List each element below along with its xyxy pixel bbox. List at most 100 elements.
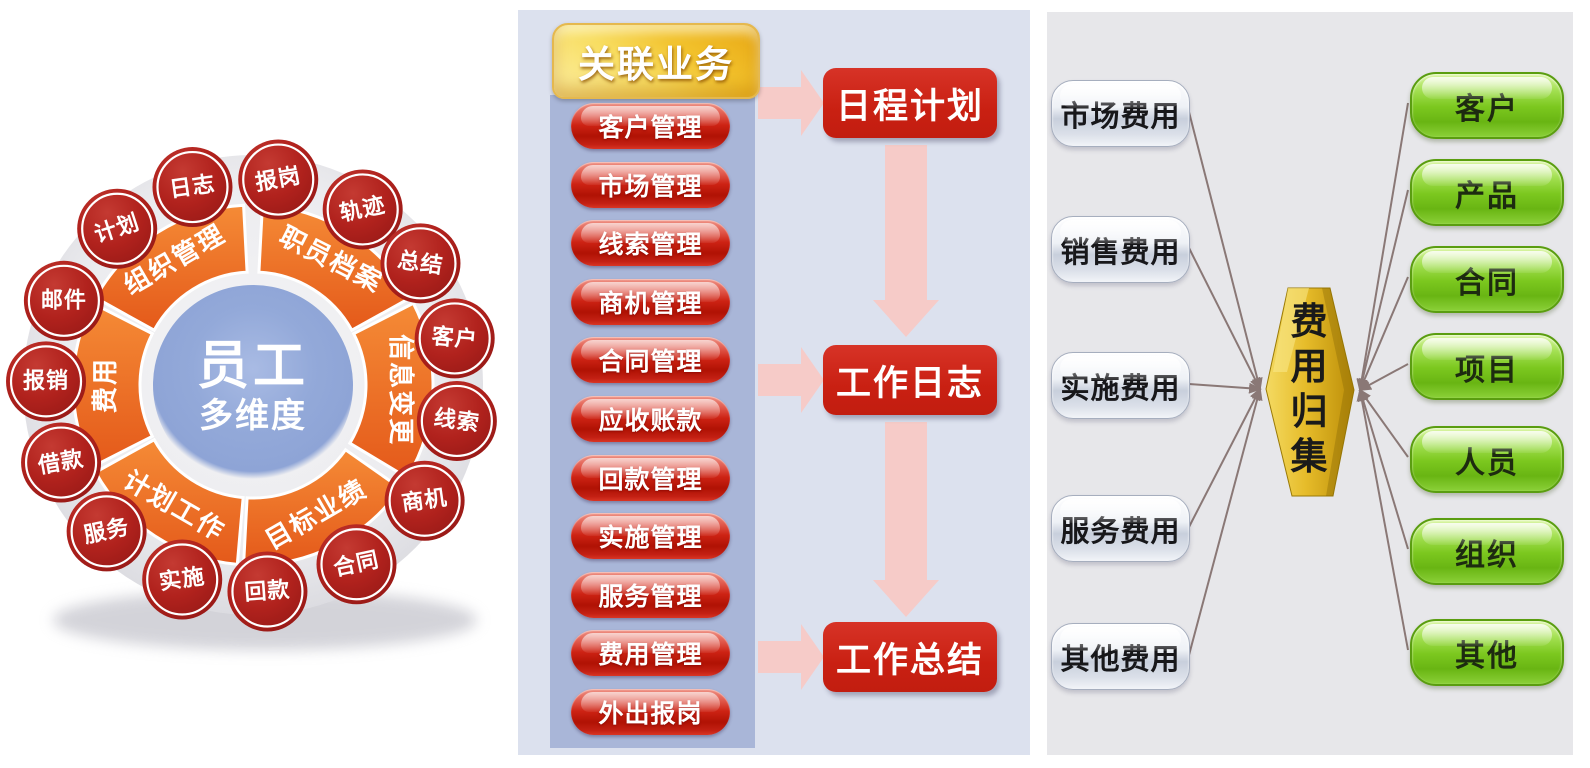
module-pill[interactable]: 外出报岗 bbox=[571, 689, 730, 735]
module-pill[interactable]: 商机管理 bbox=[571, 279, 730, 325]
dimension-circle[interactable]: 轨迹 bbox=[322, 169, 403, 250]
dimension-circle-shape bbox=[227, 551, 308, 632]
dimension-circle-ring bbox=[242, 143, 315, 216]
dimension-circle-shape bbox=[384, 460, 465, 541]
expense-source-pill[interactable]: 市场费用 bbox=[1051, 80, 1190, 147]
dimension-circle-ring bbox=[81, 192, 154, 265]
expense-hub-highlight bbox=[1273, 288, 1309, 372]
dimension-circle-ring bbox=[326, 173, 399, 246]
dimension-circle-shape bbox=[238, 139, 319, 220]
dimension-circle-shape bbox=[142, 539, 223, 620]
dimension-circle[interactable]: 报销 bbox=[6, 341, 87, 422]
allocation-target-pill[interactable]: 合同 bbox=[1410, 246, 1564, 313]
dimension-circle-ring bbox=[70, 495, 143, 568]
connector-line bbox=[1356, 388, 1409, 651]
stage-box[interactable]: 工作总结 bbox=[823, 622, 997, 692]
module-pill[interactable]: 合同管理 bbox=[571, 337, 730, 383]
dimension-circle-ring bbox=[418, 302, 491, 375]
wheel-center bbox=[153, 285, 353, 485]
dimension-circle[interactable]: 回款 bbox=[227, 551, 308, 632]
dimension-circle-shape bbox=[152, 147, 233, 228]
module-pill[interactable]: 费用管理 bbox=[571, 630, 730, 676]
dimension-circle-shape bbox=[322, 169, 403, 250]
flow-arrow-right bbox=[758, 624, 824, 690]
related-business-panel: 关联业务 日程计划工作日志工作总结 客户管理市场管理线索管理商机管理合同管理应收… bbox=[518, 10, 1030, 755]
dimension-circle[interactable]: 总结 bbox=[380, 223, 461, 304]
expense-connector-layer: 费用归集 bbox=[1188, 102, 1409, 656]
dimension-circle[interactable]: 计划 bbox=[77, 188, 158, 269]
module-pill[interactable]: 实施管理 bbox=[571, 513, 730, 559]
dimension-circle-ring bbox=[9, 345, 83, 418]
connector-line bbox=[1357, 388, 1409, 550]
dimension-circle-label: 报销 bbox=[23, 368, 69, 393]
dimension-circle-ring bbox=[24, 426, 98, 499]
dimension-circle[interactable]: 线索 bbox=[416, 380, 497, 461]
module-pill[interactable]: 市场管理 bbox=[571, 162, 730, 208]
connector-line bbox=[1188, 111, 1263, 391]
dimension-circle-ring bbox=[146, 543, 219, 616]
dimension-circle-shape bbox=[77, 188, 158, 269]
dimension-circle[interactable]: 实施 bbox=[142, 539, 223, 620]
dimension-circle-ring bbox=[320, 528, 393, 601]
allocation-target-pill[interactable]: 人员 bbox=[1410, 426, 1564, 493]
connector-line bbox=[1188, 387, 1263, 656]
connector-line bbox=[1188, 247, 1261, 391]
flow-arrows-layer bbox=[758, 70, 939, 690]
dimension-circle-shape bbox=[21, 422, 102, 503]
dimension-circle-ring bbox=[420, 384, 493, 458]
dimension-circle-shape bbox=[414, 298, 495, 379]
dimension-circle[interactable]: 合同 bbox=[316, 524, 397, 605]
expense-allocation-panel: 费用归集 市场费用销售费用实施费用服务费用其他费用 客户产品合同项目人员组织其他 bbox=[1047, 12, 1573, 755]
dimension-circle[interactable]: 服务 bbox=[66, 491, 147, 572]
dimension-circle[interactable]: 邮件 bbox=[23, 260, 104, 341]
module-pill[interactable]: 线索管理 bbox=[571, 220, 730, 266]
connector-line bbox=[1357, 189, 1409, 392]
dimension-circle[interactable]: 借款 bbox=[21, 422, 102, 503]
module-pill[interactable]: 应收账款 bbox=[571, 396, 730, 442]
dimension-circle-shape bbox=[316, 524, 397, 605]
dimension-circle-ring bbox=[27, 264, 100, 337]
dimension-circle[interactable]: 报岗 bbox=[238, 139, 319, 220]
expense-hub[interactable]: 费用归集 bbox=[1265, 287, 1355, 497]
module-pill[interactable]: 服务管理 bbox=[571, 572, 730, 618]
allocation-target-pill[interactable]: 客户 bbox=[1410, 72, 1564, 139]
ring-segment[interactable]: 信息变更 bbox=[347, 301, 435, 480]
allocation-target-pill[interactable]: 组织 bbox=[1410, 518, 1564, 585]
stage-box[interactable]: 工作日志 bbox=[823, 345, 997, 415]
flow-arrow-down bbox=[873, 145, 939, 337]
dimension-circle-label: 客户 bbox=[431, 323, 479, 352]
wheel-center-subtitle: 多维度 bbox=[199, 397, 307, 435]
dimension-circle[interactable]: 日志 bbox=[152, 147, 233, 228]
module-pill[interactable]: 回款管理 bbox=[571, 455, 730, 501]
dimension-circle-ring bbox=[388, 464, 461, 537]
expense-source-pill[interactable]: 其他费用 bbox=[1051, 623, 1190, 690]
connector-line bbox=[1188, 387, 1261, 528]
expense-source-pill[interactable]: 实施费用 bbox=[1051, 352, 1190, 419]
allocation-target-pill[interactable]: 项目 bbox=[1410, 333, 1564, 400]
dimension-circle-shape bbox=[66, 491, 147, 572]
related-business-header: 关联业务 bbox=[552, 23, 760, 99]
connector-line bbox=[1359, 276, 1409, 392]
allocation-target-pill[interactable]: 其他 bbox=[1410, 619, 1564, 686]
connector-line bbox=[1356, 102, 1409, 392]
ring-segment-label: 信息变更 bbox=[386, 334, 416, 446]
ring-segment[interactable]: 费用 bbox=[71, 301, 155, 469]
dimension-circle-ring bbox=[231, 555, 304, 628]
connector-line bbox=[1188, 382, 1262, 394]
employee-dimensions-wheel: 组织管理职员档案信息变更目标业绩计划工作费用报岗轨迹总结客户线索商机合同回款实施… bbox=[6, 139, 497, 650]
stage-box[interactable]: 日程计划 bbox=[823, 68, 997, 138]
ring-segment-label: 费用 bbox=[90, 357, 120, 413]
dimension-circle-ring bbox=[156, 150, 229, 224]
dimension-circle-label: 回款 bbox=[244, 577, 292, 605]
expense-source-pill[interactable]: 销售费用 bbox=[1051, 216, 1190, 283]
allocation-target-pill[interactable]: 产品 bbox=[1410, 159, 1564, 226]
dimension-circle[interactable]: 客户 bbox=[414, 298, 495, 379]
dimension-circle[interactable]: 商机 bbox=[384, 460, 465, 541]
dimension-circle-shape bbox=[6, 341, 87, 422]
module-pill[interactable]: 客户管理 bbox=[571, 103, 730, 149]
expense-source-pill[interactable]: 服务费用 bbox=[1051, 495, 1190, 562]
expense-hub-facet bbox=[1322, 288, 1354, 496]
dimension-circle-shape bbox=[380, 223, 461, 304]
flow-arrow-down bbox=[873, 422, 939, 617]
expense-hub-label: 费用归集 bbox=[1290, 301, 1328, 477]
